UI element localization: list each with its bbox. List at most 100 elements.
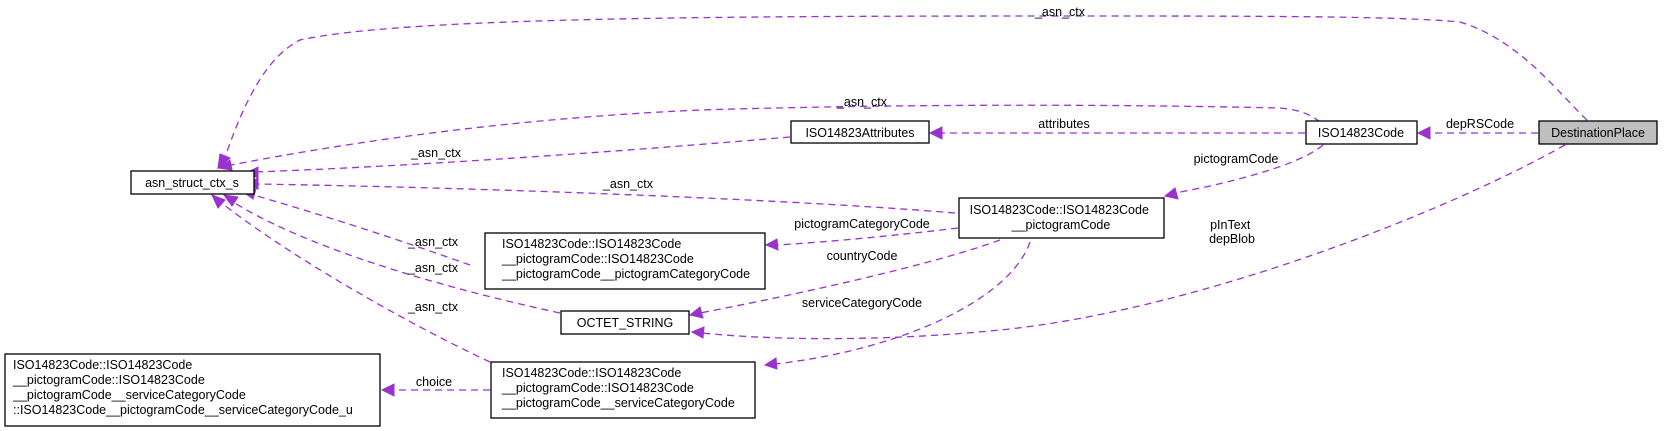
- edge-servicecategorycode: serviceCategoryCode: [763, 241, 1031, 370]
- edge-arrowhead: [764, 238, 779, 251]
- edge-pcat-asn-ctx: _asn_ctx: [240, 188, 471, 266]
- edge-line: [699, 239, 1001, 314]
- edge-label: depRSCode: [1446, 117, 1514, 131]
- edge-label-line: serviceCategoryCode: [802, 296, 922, 310]
- edge-line: [229, 199, 561, 314]
- node-box: [130, 170, 255, 195]
- edge-label: serviceCategoryCode: [802, 296, 922, 310]
- edge-scat-asn-ctx: _asn_ctx: [211, 194, 491, 363]
- edge-line: [774, 241, 1031, 365]
- edge-pictogramcategorycode: pictogramCategoryCode: [764, 217, 959, 251]
- node-box: [790, 120, 930, 144]
- node-label-line: asn_struct_ctx_s: [145, 176, 239, 190]
- node-label-line: __pictogramCode::ISO14823Code: [501, 381, 694, 395]
- edge-arrowhead: [380, 383, 395, 397]
- node-servicecategorycode[interactable]: ISO14823Code::ISO14823Code __pictogramCo…: [490, 361, 756, 419]
- edge-label: _asn_ctx: [407, 261, 459, 275]
- node-label-line: ISO14823Code: [1318, 126, 1404, 140]
- node-label-line: __pictogramCode__serviceCategoryCode: [501, 396, 735, 410]
- edge-deprscode: depRSCode: [1416, 117, 1538, 140]
- edge-arrowhead: [928, 126, 943, 140]
- edge-arrowhead: [688, 306, 704, 319]
- edge-countrycode: countryCode: [688, 239, 1001, 319]
- edge-label: _asn_ctx: [410, 146, 462, 160]
- edge-label: choice: [416, 375, 452, 389]
- edge-line: [1174, 144, 1324, 194]
- edge-label-line: _asn_ctx: [1034, 5, 1086, 19]
- node-label-line: DestinationPlace: [1551, 126, 1645, 140]
- node-label-line: ISO14823Code::ISO14823Code: [502, 366, 681, 380]
- edge-line: [775, 227, 959, 246]
- node-label-line: ISO14823Code::ISO14823Code: [970, 203, 1149, 217]
- edge-arrowhead: [217, 153, 231, 170]
- edge-arrowhead: [1163, 187, 1179, 200]
- node-label-line: ISO14823Attributes: [805, 126, 914, 140]
- edge-label: _asn_ctx: [407, 300, 459, 314]
- edge-label-line: depBlob: [1209, 232, 1255, 246]
- edge-label: pictogramCategoryCode: [794, 217, 930, 231]
- edge-label-line: _asn_ctx: [836, 95, 888, 109]
- node-box: [484, 232, 766, 290]
- node-label: ISO14823Attributes: [805, 126, 914, 140]
- node-label: ISO14823Code::ISO14823Code __pictogramCo…: [12, 358, 353, 417]
- node-destinationplace[interactable]: DestinationPlace: [1538, 120, 1658, 145]
- edge-attributes-asn-ctx: _asn_ctx: [244, 136, 791, 179]
- node-pictogramcategorycode[interactable]: ISO14823Code::ISO14823Code __pictogramCo…: [484, 232, 766, 290]
- edge-label: countryCode: [827, 249, 898, 263]
- node-iso14823attributes[interactable]: ISO14823Attributes: [790, 120, 930, 144]
- node-box: [560, 310, 690, 335]
- edge-label-line: pInText: [1210, 218, 1251, 232]
- edge-pictogramcode-asn-ctx: _asn_ctx: [244, 177, 956, 214]
- node-label: OCTET_STRING: [577, 316, 674, 330]
- node-label-line: __pictogramCode::ISO14823Code: [12, 373, 205, 387]
- edge-label: pInText depBlob: [1209, 218, 1255, 246]
- edge-attributes: attributes: [928, 117, 1305, 140]
- node-box: [4, 353, 381, 427]
- node-label: ISO14823Code::ISO14823Code __pictogramCo…: [970, 203, 1153, 232]
- node-asn-struct-ctx-s[interactable]: asn_struct_ctx_s: [130, 170, 255, 195]
- edge-arrowhead: [1416, 126, 1431, 140]
- edge-label: _asn_ctx: [407, 235, 459, 249]
- edge-pictogramcode: pictogramCode: [1163, 144, 1324, 200]
- node-label: asn_struct_ctx_s: [145, 176, 239, 190]
- edge-label-line: pictogramCode: [1194, 152, 1279, 166]
- edge-label: _asn_ctx: [1034, 5, 1086, 19]
- node-label-line: __pictogramCode::ISO14823Code: [501, 252, 694, 266]
- edge-label-line: _asn_ctx: [602, 177, 654, 191]
- edge-arrowhead: [222, 194, 239, 207]
- node-servicecategorycode-u[interactable]: ISO14823Code::ISO14823Code __pictogramCo…: [4, 353, 381, 427]
- edge-line: [255, 183, 956, 214]
- edge-iso14823code-asn-ctx: _asn_ctx: [216, 95, 1321, 171]
- node-label: ISO14823Code::ISO14823Code __pictogramCo…: [501, 366, 735, 410]
- edge-line: [249, 193, 471, 266]
- edge-label-line: pictogramCategoryCode: [794, 217, 930, 231]
- edge-line: [253, 136, 791, 173]
- edge-label-line: countryCode: [827, 249, 898, 263]
- node-label: DestinationPlace: [1551, 126, 1645, 140]
- edge-label-line: attributes: [1038, 117, 1089, 131]
- node-label-line: ISO14823Code::ISO14823Code: [502, 237, 681, 251]
- node-octet-string[interactable]: OCTET_STRING: [560, 310, 690, 335]
- edge-label-line: _asn_ctx: [407, 300, 459, 314]
- edge-arrowhead: [216, 159, 233, 171]
- edge-choice: choice: [380, 375, 490, 397]
- edge-label: _asn_ctx: [602, 177, 654, 191]
- edge-arrowhead: [763, 357, 778, 370]
- edge-destinationplace-asn-ctx: _asn_ctx: [217, 5, 1588, 170]
- edge-pintext-depblob: pInText depBlob: [690, 144, 1566, 340]
- node-box: [958, 197, 1165, 239]
- node-label: ISO14823Code::ISO14823Code __pictogramCo…: [501, 237, 750, 281]
- edge-octet-asn-ctx: _asn_ctx: [222, 194, 561, 314]
- node-label-line: ::ISO14823Code__pictogramCode__serviceCa…: [13, 403, 353, 417]
- edge-label-line: _asn_ctx: [410, 146, 462, 160]
- edge-label: _asn_ctx: [836, 95, 888, 109]
- node-iso14823code[interactable]: ISO14823Code: [1305, 120, 1418, 145]
- edge-label-line: _asn_ctx: [407, 261, 459, 275]
- node-pictogramcode[interactable]: ISO14823Code::ISO14823Code __pictogramCo…: [958, 197, 1165, 239]
- edge-label: attributes: [1038, 117, 1089, 131]
- node-box: [1305, 120, 1418, 145]
- edge-arrowhead: [690, 326, 705, 339]
- node-box: [1538, 120, 1658, 145]
- node-label-line: ISO14823Code::ISO14823Code: [13, 358, 192, 372]
